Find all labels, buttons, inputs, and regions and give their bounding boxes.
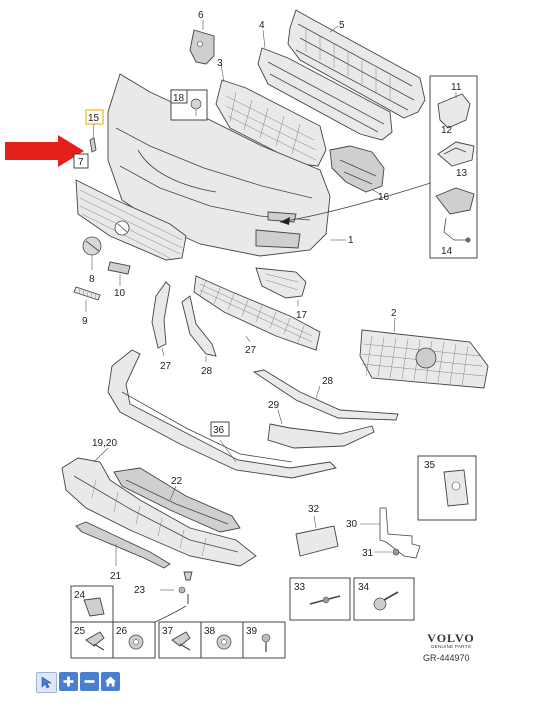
callout-39: 39 (246, 626, 258, 637)
callout-11: 11 (451, 82, 462, 93)
callout-4: 4 (259, 20, 265, 31)
part-24-box[interactable] (70, 585, 114, 623)
diagram-reference: GR-444970 (423, 653, 470, 663)
part-22-air-guide[interactable] (113, 467, 241, 533)
part-32-bracket[interactable] (295, 515, 339, 557)
part-8-emblem[interactable] (82, 236, 102, 270)
zoom-in-icon (63, 676, 74, 687)
part-6-bracket[interactable] (189, 20, 215, 65)
part-33-box[interactable] (289, 577, 351, 621)
part-39-box[interactable] (242, 621, 286, 659)
callout-19-20: 19,20 (92, 438, 117, 449)
viewer-toolbar (36, 672, 120, 693)
genuine-parts-subtitle: GENUINE PARTS (430, 644, 472, 649)
part-28-trim-right[interactable] (252, 369, 399, 421)
part-30-mount-bracket[interactable] (360, 507, 421, 559)
callout-22: 22 (171, 476, 183, 487)
part-17-fog-lamp-bracket[interactable] (255, 267, 307, 306)
callout-12: 12 (441, 125, 453, 136)
part-16-bracket[interactable] (329, 145, 385, 195)
part-25-box[interactable] (70, 621, 114, 659)
callout-27-mesh: 27 (245, 345, 257, 356)
part-15-clip[interactable] (89, 123, 97, 153)
part-21-lower-strip[interactable] (75, 521, 171, 569)
zoom-out-button[interactable] (80, 672, 99, 691)
callout-2: 2 (391, 308, 397, 319)
callout-38: 38 (204, 626, 216, 637)
callout-9: 9 (82, 316, 88, 327)
part-31-screw[interactable] (374, 548, 400, 556)
callout-13: 13 (456, 168, 468, 179)
home-button[interactable] (101, 672, 120, 691)
part-23-clip[interactable] (160, 571, 193, 604)
callout-7: 7 (78, 157, 84, 168)
callout-24: 24 (74, 590, 86, 601)
part-18-clip-box[interactable] (170, 89, 208, 121)
radiator-grille[interactable] (75, 179, 187, 261)
part-36-lip-spoiler[interactable] (107, 349, 337, 479)
part-26-box[interactable] (112, 621, 156, 659)
part-28-trim-left[interactable] (181, 295, 217, 362)
part-14-bracket-wire[interactable] (435, 187, 475, 243)
part-19-20-underbody-shield[interactable] (61, 447, 257, 567)
part-4-energy-absorber[interactable] (257, 29, 393, 141)
callout-32: 32 (308, 504, 320, 515)
callout-30: 30 (346, 519, 358, 530)
part-1-bumper-cover[interactable] (107, 73, 346, 257)
callout-23: 23 (134, 585, 146, 596)
part-2-lower-grille[interactable] (359, 317, 489, 389)
part-37-box[interactable] (158, 621, 202, 659)
cursor-button[interactable] (36, 672, 57, 693)
callout-33: 33 (294, 582, 306, 593)
callout-18: 18 (173, 93, 185, 104)
part-34-box[interactable] (353, 577, 415, 621)
callout-37: 37 (162, 626, 174, 637)
callout-27-left: 27 (160, 361, 172, 372)
callout-29: 29 (268, 400, 280, 411)
volvo-logo: VOLVO (427, 631, 475, 645)
part-11-12-cover[interactable] (437, 92, 471, 129)
part-9-emblem-strip[interactable] (73, 286, 101, 312)
callout-28-left: 28 (201, 366, 213, 377)
part-3-upper-grille[interactable] (215, 63, 327, 167)
callout-7-box (73, 153, 89, 169)
volvo-brand: VOLVO GENUINE PARTS (421, 632, 481, 650)
callout-6: 6 (198, 10, 204, 21)
part-13-bracket[interactable] (437, 141, 475, 167)
callout-1: 1 (348, 235, 354, 246)
callout-36-box (210, 421, 230, 437)
callout-15-highlight (85, 109, 104, 125)
part-27-mesh-grille[interactable] (193, 275, 321, 351)
callout-28-right: 28 (322, 376, 334, 387)
callout-25: 25 (74, 626, 86, 637)
home-icon (105, 676, 116, 687)
callout-10: 10 (114, 288, 126, 299)
part-35-box[interactable] (417, 455, 477, 521)
callout-36: 36 (213, 425, 225, 436)
part-27-side-trim-left[interactable] (151, 281, 171, 357)
callout-35: 35 (424, 460, 436, 471)
part-10-badge[interactable] (107, 261, 131, 286)
callout-16: 16 (378, 192, 390, 203)
zoom-in-button[interactable] (59, 672, 78, 691)
callout-8: 8 (89, 274, 95, 285)
part-38-box[interactable] (200, 621, 244, 659)
zoom-out-icon (84, 680, 95, 683)
part-5-reinforcement-beam[interactable] (287, 9, 426, 119)
callout-17: 17 (296, 310, 308, 321)
red-arrow-pointer (5, 135, 84, 167)
callout-14: 14 (441, 246, 453, 257)
callout-3: 3 (217, 58, 223, 69)
callout-5: 5 (339, 20, 345, 31)
part-29-chrome-strip[interactable] (267, 409, 375, 449)
callout-15: 15 (88, 113, 100, 124)
cursor-icon (41, 676, 52, 689)
callout-34: 34 (358, 582, 370, 593)
callout-21: 21 (110, 571, 122, 582)
callout-26: 26 (116, 626, 128, 637)
callout-31: 31 (362, 548, 374, 559)
